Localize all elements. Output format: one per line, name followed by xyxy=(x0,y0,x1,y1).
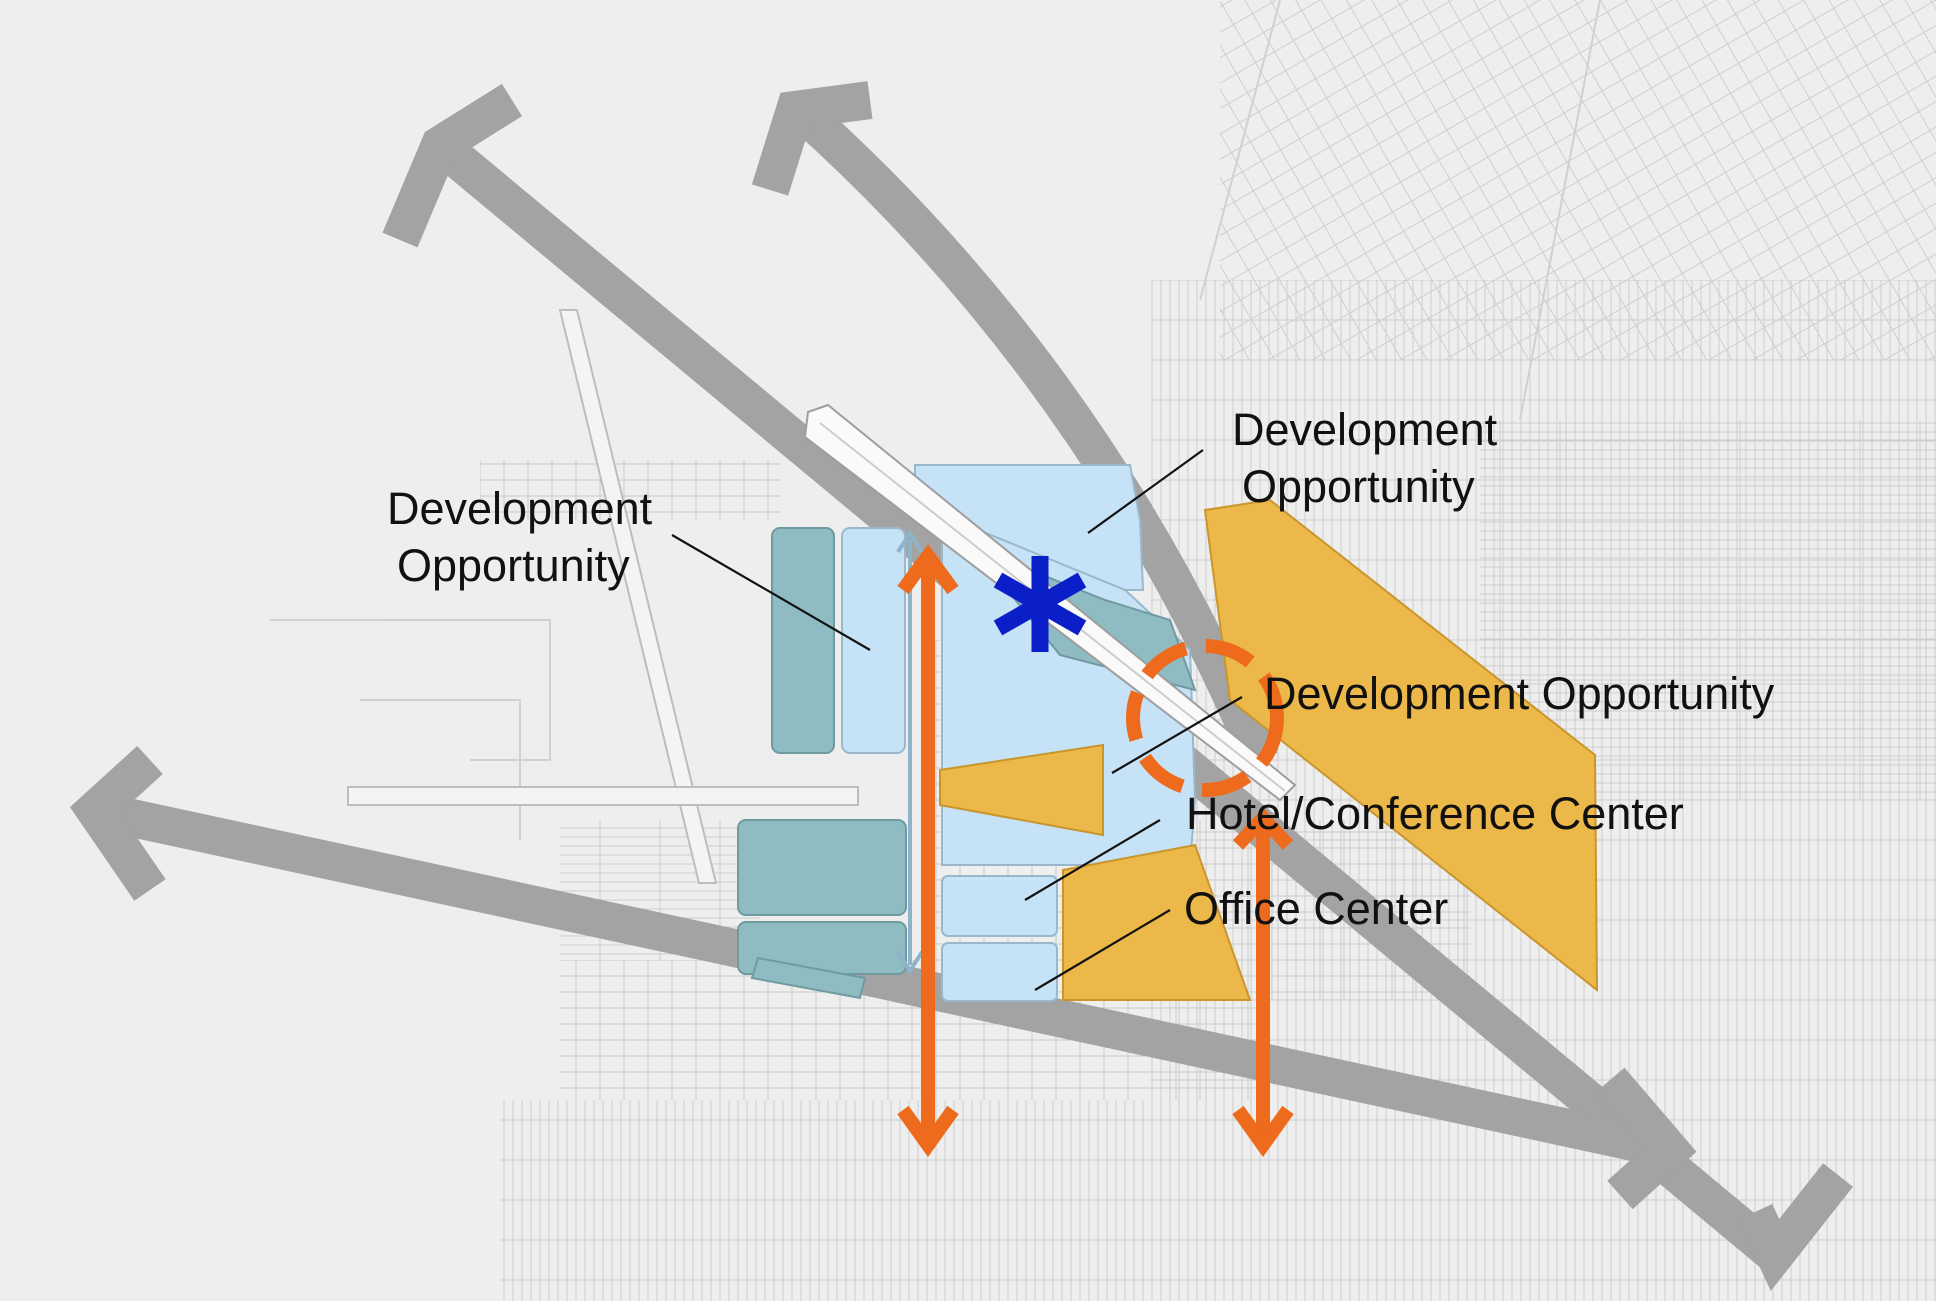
parcel-teal-west-a xyxy=(771,527,835,754)
label-dev-west-line1: Development xyxy=(387,483,653,534)
arrowhead-north xyxy=(751,81,873,196)
asterisk-star-icon xyxy=(993,556,1087,652)
arterial-arrow-lower xyxy=(90,791,1675,1169)
leader-dev-center xyxy=(1111,696,1243,774)
label-office: Office Center xyxy=(1184,883,1448,934)
parcel-teal-southwest-a xyxy=(737,819,907,916)
label-hotel: Hotel/Conference Center xyxy=(1186,788,1684,839)
arrowhead-southeast xyxy=(1737,1163,1853,1292)
dashed-circle-icon xyxy=(1126,639,1284,797)
thin-connector-arrow xyxy=(896,529,924,975)
label-dev-north-line2: Opportunity xyxy=(1242,461,1475,512)
map-labels: Development Opportunity Development Oppo… xyxy=(387,404,1775,934)
parcel-gold-triangle xyxy=(939,743,1104,837)
parcel-gold-east xyxy=(1203,498,1599,993)
arrowhead-west xyxy=(69,745,166,901)
arrowhead-northwest xyxy=(382,83,523,248)
parcel-blue-hotel xyxy=(941,875,1058,937)
leader-lines xyxy=(671,449,1243,991)
leader-office xyxy=(1034,909,1171,991)
airfield-runways xyxy=(347,309,859,884)
leader-hotel xyxy=(1024,819,1161,901)
parcel-blue-west xyxy=(841,527,906,754)
parcel-blue-office xyxy=(941,942,1058,1002)
leader-dev-west xyxy=(671,534,871,651)
parcel-gold-office xyxy=(1062,843,1252,1001)
label-dev-center: Development Opportunity xyxy=(1264,668,1775,719)
label-dev-west-line2: Opportunity xyxy=(397,540,630,591)
parcel-teal-strip xyxy=(750,956,867,1000)
label-dev-north-line1: Development xyxy=(1232,404,1498,455)
orange-connectors xyxy=(897,544,1294,1158)
leader-dev-north xyxy=(1087,449,1204,534)
arrowhead-east xyxy=(1595,1067,1697,1210)
